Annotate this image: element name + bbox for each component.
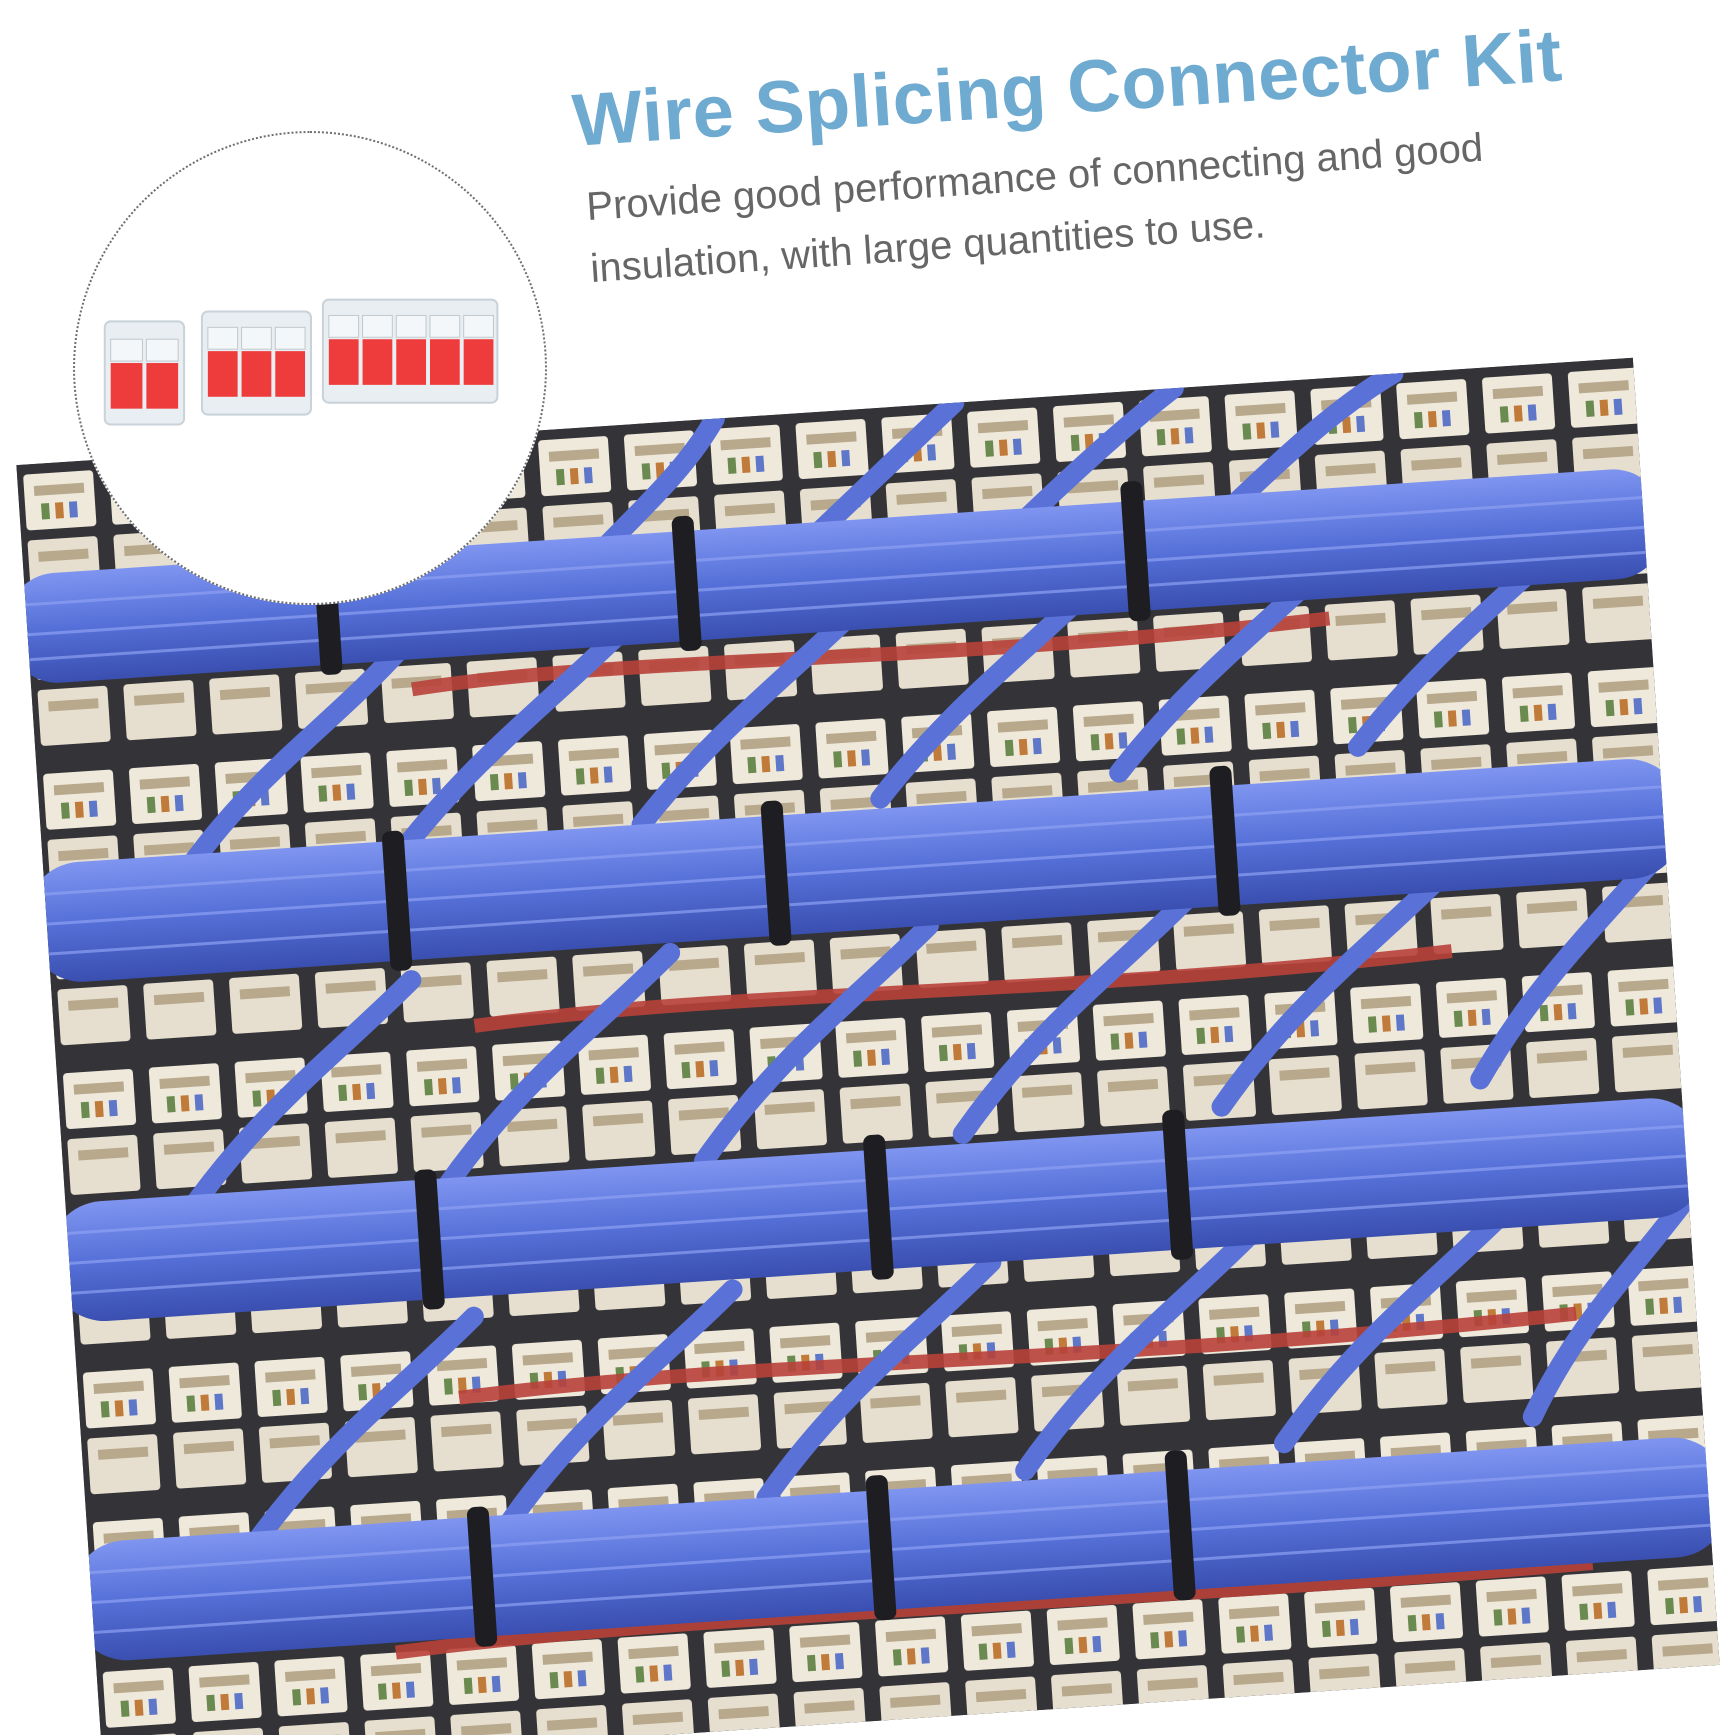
cable-bundle-illustration xyxy=(16,357,1720,1735)
connector-5-slot xyxy=(321,298,499,404)
cable-ties xyxy=(312,481,1241,1647)
connector-inset-circle xyxy=(73,131,547,605)
connector-3-slot xyxy=(200,310,312,416)
connector-2-slot xyxy=(103,320,186,426)
lever-connectors-image xyxy=(103,298,499,426)
network-cable-photo xyxy=(16,357,1720,1735)
